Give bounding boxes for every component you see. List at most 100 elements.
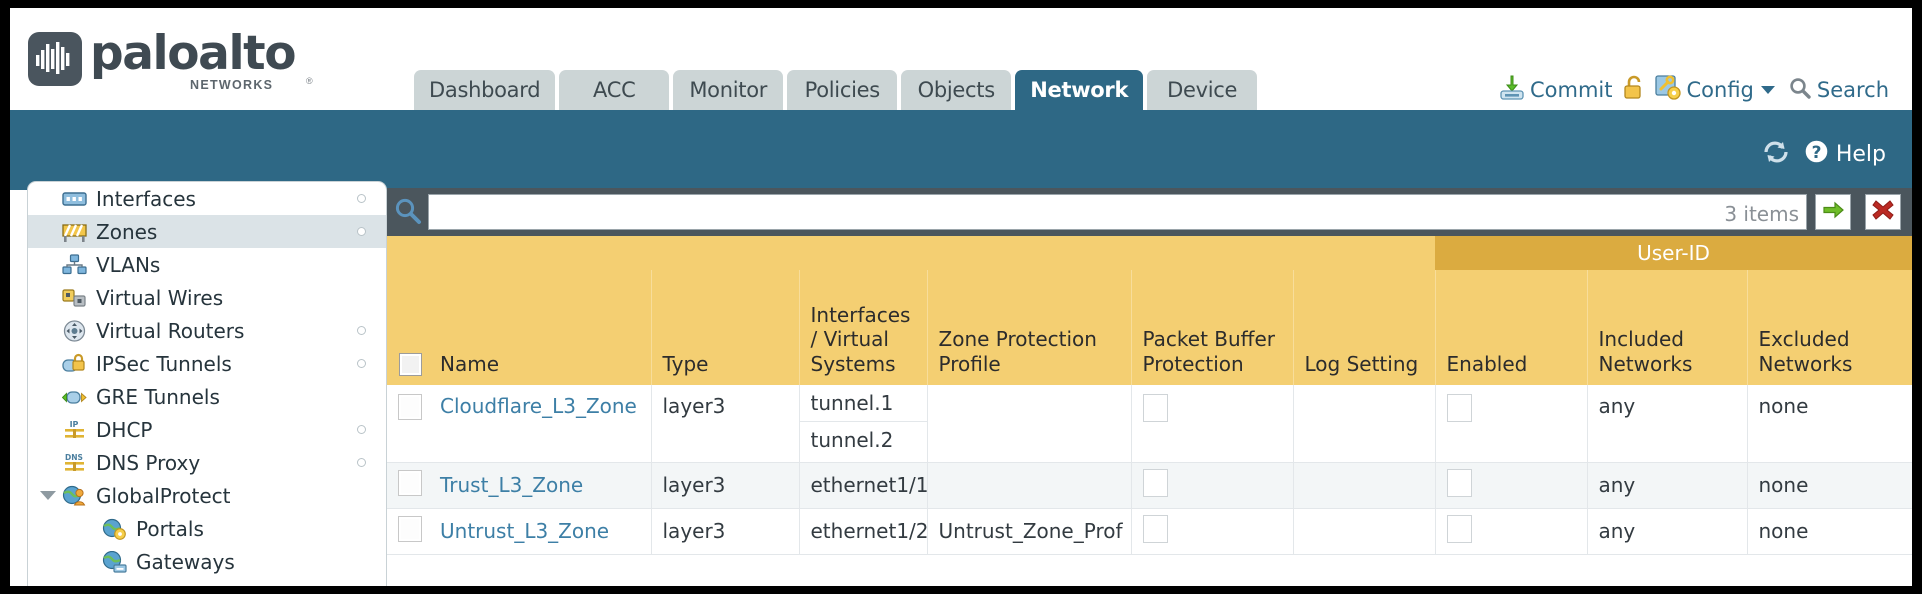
cell-name: Untrust_L3_Zone [429,508,652,555]
row-select-cell [387,508,429,555]
cell-packet-buffer-protection [1131,508,1294,555]
userid-enabled-checkbox[interactable] [1446,514,1472,543]
tab-device[interactable]: Device [1147,70,1258,110]
magnifier-icon [1788,76,1812,105]
sidebar-item-interfaces[interactable]: Interfaces [28,182,386,215]
zone-name-link[interactable]: Untrust_L3_Zone [440,519,610,543]
search-button[interactable]: Search [1788,76,1889,105]
portals-icon [102,518,127,540]
red-x-icon [1871,198,1895,227]
column-header-name[interactable]: Name [429,270,652,385]
column-header-interfaces[interactable]: Interfaces / Virtual Systems [799,270,928,385]
expander-triangle-icon[interactable] [40,491,56,500]
status-dot [357,194,366,203]
dns-proxy-icon: DNS [62,452,87,474]
column-header-type[interactable]: Type [651,270,800,385]
group-header-userid: User-ID [1435,236,1912,270]
tab-policies[interactable]: Policies [787,70,898,110]
band-actions: ? Help [1762,138,1886,170]
sidebar-item-virtual-routers[interactable]: Virtual Routers [28,314,386,347]
row-checkbox[interactable] [398,515,422,542]
tab-network[interactable]: Network [1015,70,1144,110]
sidebar-item-globalprotect[interactable]: GlobalProtect [28,479,386,512]
search-input[interactable] [428,194,1807,230]
sidebar-item-portals[interactable]: Portals [28,512,386,545]
refresh-icon[interactable] [1762,139,1790,170]
cell-type: layer3 [651,508,800,555]
column-header-userid-enabled[interactable]: Enabled [1435,270,1588,385]
cell-packet-buffer-protection [1131,385,1294,463]
sidebar-item-dhcp[interactable]: IP DHCP [28,413,386,446]
tab-dashboard[interactable]: Dashboard [414,70,556,110]
sidebar-item-label: VLANs [96,252,161,277]
cell-log-setting [1293,508,1436,555]
sidebar-item-label: GlobalProtect [96,483,231,508]
cell-log-setting [1293,385,1436,463]
column-header-zone-protection-profile[interactable]: Zone Protection Profile [927,270,1132,385]
column-header-packet-buffer-protection[interactable]: Packet Buffer Protection [1131,270,1294,385]
cell-name: Cloudflare_L3_Zone [429,385,652,463]
sidebar-item-label: DNS Proxy [96,450,201,475]
userid-enabled-checkbox[interactable] [1446,468,1472,497]
paloalto-logo: paloalto NETWORKS ® [28,26,313,92]
row-checkbox[interactable] [398,394,422,420]
logo-wordmark: paloalto [90,26,297,81]
table-row: Trust_L3_Zone layer3 ethernet1/1 any non… [387,462,1912,509]
filter-bar: 3 items [387,188,1912,236]
column-header-included-networks[interactable]: Included Networks [1587,270,1748,385]
sidebar-item-gateways[interactable]: Gateways [28,545,386,578]
tab-objects[interactable]: Objects [901,70,1012,110]
sidebar-item-label: Gateways [136,549,235,574]
chevron-down-icon[interactable] [1760,86,1775,94]
clear-filter-button[interactable] [1865,194,1901,230]
sidebar-item-virtual-wires[interactable]: Virtual Wires [28,281,386,314]
row-checkbox[interactable] [398,469,422,496]
sidebar-item-ipsec-tunnels[interactable]: IPSec Tunnels [28,347,386,380]
sidebar-item-label: Virtual Routers [96,318,245,343]
interfaces-icon [62,188,87,210]
column-header-excluded-networks[interactable]: Excluded Networks [1747,270,1912,385]
cell-interfaces: ethernet1/1 [799,462,929,509]
cell-name: Trust_L3_Zone [429,462,652,509]
zone-name-link[interactable]: Cloudflare_L3_Zone [440,394,637,418]
help-button[interactable]: ? Help [1803,138,1886,170]
sidebar-item-gre-tunnels[interactable]: GRE Tunnels [28,380,386,413]
commit-label: Commit [1530,78,1613,102]
userid-enabled-checkbox[interactable] [1446,394,1472,422]
search-icon[interactable] [394,197,422,230]
sidebar-item-vlans[interactable]: VLANs [28,248,386,281]
row-select-cell [387,462,429,509]
zones-icon [62,221,87,243]
dhcp-icon: IP [62,419,87,441]
gre-tunnels-icon [61,386,87,408]
cell-type: layer3 [651,462,800,509]
packet-buffer-protection-checkbox[interactable] [1142,394,1168,422]
logo-registered-mark: ® [306,76,313,86]
table-group-header-row: User-ID [387,236,1912,270]
lock-button[interactable] [1622,75,1646,106]
cell-packet-buffer-protection [1131,462,1294,509]
sidebar-item-zones[interactable]: Zones [28,215,386,248]
svg-text:?: ? [1811,143,1821,163]
zone-name-link[interactable]: Trust_L3_Zone [440,473,584,497]
virtual-wires-icon [62,287,87,309]
sidebar-item-label: DHCP [96,417,153,442]
config-label: Config [1686,78,1754,102]
commit-button[interactable]: Commit [1498,74,1613,106]
config-menu[interactable]: Config [1654,74,1775,106]
column-header-log-setting[interactable]: Log Setting [1293,270,1436,385]
packet-buffer-protection-checkbox[interactable] [1142,468,1168,497]
packet-buffer-protection-checkbox[interactable] [1142,514,1168,543]
cell-userid-enabled [1435,508,1588,555]
tab-acc[interactable]: ACC [559,70,670,110]
select-all-checkbox[interactable] [399,353,422,376]
cell-log-setting [1293,462,1436,509]
cell-type: layer3 [651,385,800,463]
interface-entry: tunnel.2 [810,428,894,452]
tab-monitor[interactable]: Monitor [673,70,784,110]
sidebar-item-dns-proxy[interactable]: DNS DNS Proxy [28,446,386,479]
gateways-icon [102,550,127,573]
firewall-web-ui: paloalto NETWORKS ® Dashboard ACC Monito… [10,8,1912,586]
apply-filter-button[interactable] [1815,194,1851,230]
